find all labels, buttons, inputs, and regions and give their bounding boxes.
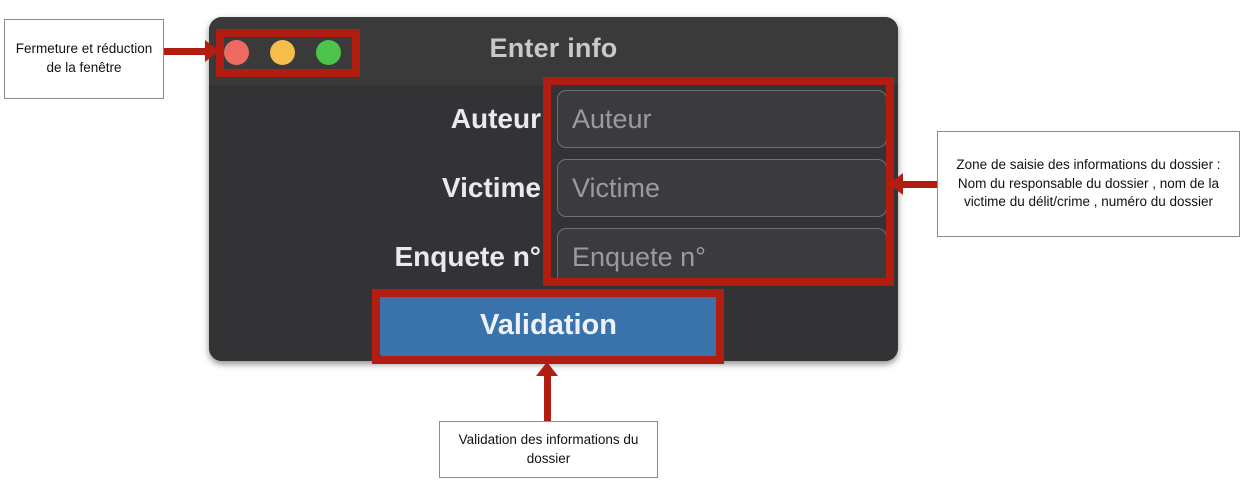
minimize-button-icon[interactable] (270, 40, 295, 65)
label-auteur: Auteur (450, 103, 541, 134)
annotation-arrow-input-zone-line (903, 181, 939, 188)
zoom-button-icon[interactable] (316, 40, 341, 65)
annotation-arrow-window-controls-head (205, 40, 219, 62)
highlight-input-fields (543, 77, 894, 286)
form-row: Victime (209, 154, 898, 222)
annotation-arrow-validate-line (544, 375, 551, 421)
annotation-arrow-input-zone-head (889, 173, 903, 195)
close-button-icon[interactable] (224, 40, 249, 65)
enter-info-dialog: Enter info Auteur Victime Enquete n° Val… (209, 17, 898, 361)
annotation-arrow-validate-head (536, 362, 558, 376)
form-body: Auteur Victime Enquete n° Validation (209, 85, 898, 361)
validation-button[interactable]: Validation (376, 293, 721, 357)
form-row: Enquete n° (209, 223, 898, 291)
annotation-callout-input-zone: Zone de saisie des informations du dossi… (937, 131, 1240, 237)
form-row: Auteur (209, 85, 898, 153)
input-victime[interactable] (557, 159, 887, 217)
annotation-callout-validate: Validation des informations du dossier (439, 421, 658, 478)
window-controls-group (224, 40, 341, 65)
window-title: Enter info (489, 33, 618, 63)
highlight-validate-button (372, 289, 724, 364)
label-enquete-numero: Enquete n° (394, 241, 541, 272)
input-enquete-numero[interactable] (557, 228, 887, 286)
highlight-window-controls (216, 29, 360, 77)
label-victime: Victime (441, 172, 541, 203)
input-auteur[interactable] (557, 90, 887, 148)
annotation-callout-window-controls: Fermeture et réduction de la fenêtre (4, 19, 164, 99)
annotation-arrow-window-controls-line (163, 48, 207, 55)
